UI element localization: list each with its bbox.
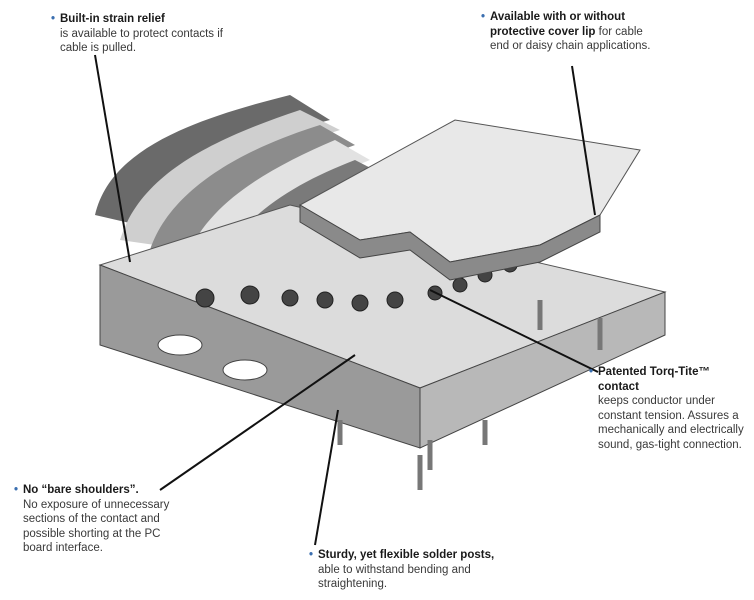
bullet-icon: • [14,484,19,496]
leader-lines [94,54,599,546]
callout-bare-shoulders: • No “bare shoulders”. No exposure of un… [14,484,170,554]
callout-solder-posts: • Sturdy, yet flexible solder posts, abl… [309,549,495,590]
callout-cover-lip: • Available with or without protective c… [481,11,651,52]
callout-strain-relief: • Built-in strain relief is available to… [51,13,223,54]
bullet-icon: • [589,366,594,378]
conductor-ends [195,257,518,312]
solder-posts [337,300,603,490]
bullet-icon: • [481,11,486,23]
block-side-face [419,291,666,449]
bullet-icon: • [309,549,314,561]
callout-torq-tite: • Patented Torq-Tite™ contact keeps cond… [589,366,744,451]
bullet-icon: • [51,13,56,25]
